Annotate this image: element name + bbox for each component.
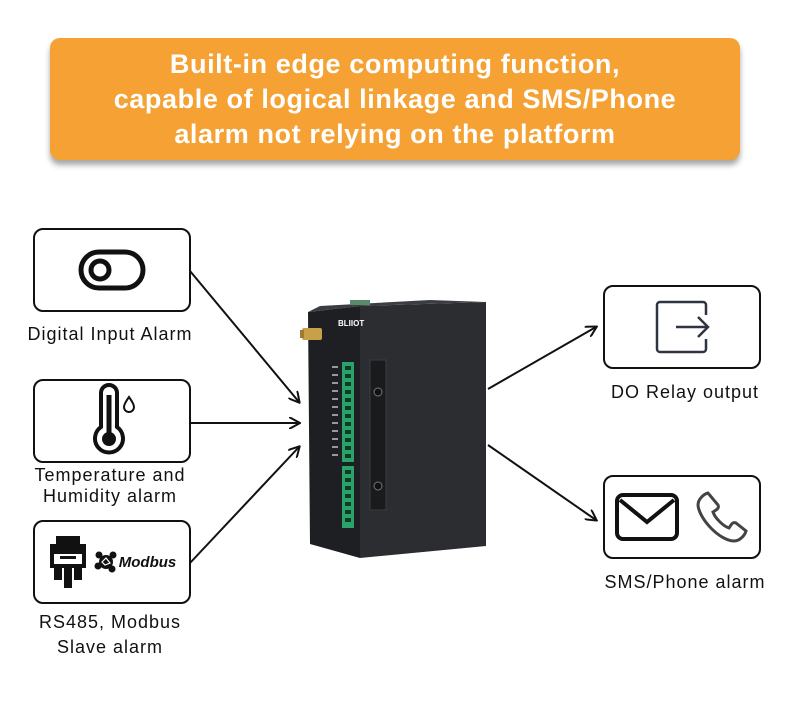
phone-icon [694, 489, 750, 545]
arrow-sms-phone [487, 444, 596, 520]
sms-phone-card [603, 475, 761, 559]
rs485-modbus-card: Modbus [33, 520, 191, 604]
digital-input-label: Digital Input Alarm [27, 324, 193, 344]
headline-line-1: Built-in edge computing function, [169, 48, 621, 79]
sms-phone-label: SMS/Phone alarm [604, 572, 766, 592]
rs485-modbus-label: RS485, Modbus Slave alarm [38, 612, 182, 657]
modbus-gear-icon [94, 551, 117, 573]
temp-humidity-label: Temperature and Humidity alarm [34, 465, 186, 506]
do-relay-card [603, 285, 761, 369]
temp-humidity-card [33, 379, 191, 463]
modbus-text: Modbus [118, 553, 177, 571]
device-brand: BLIIOT [338, 319, 364, 328]
arrow-digital-input [189, 270, 299, 402]
envelope-icon [614, 492, 680, 542]
do-relay-label: DO Relay output [610, 382, 760, 402]
exit-arrow-icon [650, 295, 714, 359]
digital-input-card [33, 228, 191, 312]
arrow-do-relay [487, 327, 596, 390]
modbus-logo: Modbus [94, 550, 177, 574]
headline-line-2: capable of logical linkage and SMS/Phone [113, 83, 677, 114]
thermometer-icon [82, 383, 142, 459]
device-image: BLIIOT [300, 296, 492, 558]
rs485-connector-icon [48, 534, 88, 590]
toggle-icon [77, 247, 147, 293]
headline-line-3: alarm not relying on the platform [174, 118, 616, 149]
headline-banner: Built-in edge computing function, capabl… [50, 38, 740, 160]
arrow-rs485 [189, 447, 299, 564]
